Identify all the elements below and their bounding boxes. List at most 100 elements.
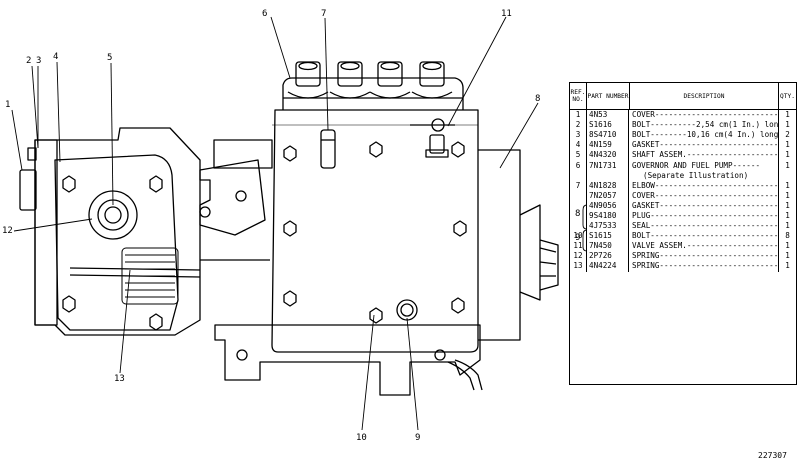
table-row: 9S4180PLUG------------------------------… (570, 210, 796, 222)
row-qty: 1 (785, 221, 790, 231)
shaft-flange (478, 149, 521, 341)
drawing-number: 227307 (758, 451, 787, 460)
row-part-number: 4N4224 (587, 261, 629, 272)
row-description: PLUG-------------------------------- (629, 210, 779, 222)
valve-block (282, 77, 464, 110)
callout-5: 5 (107, 53, 112, 63)
row-qty: 1 (785, 241, 790, 251)
row-part-number: 9S4180 (587, 210, 629, 222)
row-ref: 3 (570, 130, 587, 141)
row-qty: 8 (785, 231, 790, 241)
table-row: 4J7533SEAL------------------------------… (570, 221, 796, 232)
callout-2: 2 (26, 56, 31, 66)
row-qty: 1 (785, 210, 790, 220)
header-desc: DESCRIPTION (683, 92, 725, 100)
row-part-number: 7N450 (587, 241, 629, 252)
row-ref: 6 (570, 160, 587, 171)
row-part-number: S1616 (587, 120, 629, 131)
row-part-number: 4N159 (587, 140, 629, 151)
row-ref (570, 210, 587, 222)
callout-7: 7 (321, 9, 326, 19)
table-row: 10S1615BOLT-----------------------------… (570, 231, 796, 242)
row-description: BOLT--------10,16 cm(4 In.) long (629, 130, 779, 141)
row-description: BOLT-------------------------------- (629, 231, 779, 242)
callout-4: 4 (53, 52, 58, 62)
table-group-markers: 8 9 (575, 204, 588, 252)
row-qty: 1 (785, 200, 790, 210)
callout-1: 1 (5, 100, 10, 110)
row-description: COVER-------------------------------- (629, 190, 779, 201)
row-description: COVER-------------------------------- (629, 110, 779, 121)
row-ref: 12 (570, 251, 587, 262)
row-ref (570, 190, 587, 201)
table-row: 14N53COVER------------------------------… (570, 110, 796, 121)
row-ref: 5 (570, 150, 587, 161)
row-qty: 1 (785, 261, 790, 271)
row-description: SEAL-------------------------------- (629, 221, 779, 232)
row-description: SPRING------------------------------ (629, 261, 779, 272)
row-description: GOVERNOR AND FUEL PUMP------ (629, 160, 779, 171)
row-description: ELBOW-------------------------------- (629, 180, 779, 191)
table-row: 4N9056GASKET----------------------------… (570, 200, 796, 211)
gasket-plate (34, 139, 58, 326)
table-row: 7N2057COVER-----------------------------… (570, 190, 796, 201)
row-part-number: 7N2057 (587, 190, 629, 201)
table-row: 74N1828ELBOW----------------------------… (570, 180, 796, 191)
row-qty: 1 (785, 180, 790, 190)
row-part-number: 4N4320 (587, 150, 629, 161)
row-description: VALVE ASSEM.------------------------ (629, 241, 779, 252)
row-part-number: 8S4710 (587, 130, 629, 141)
row-ref (570, 200, 587, 211)
row-description: GASKET---------------------------- (629, 140, 779, 151)
row-part-number (587, 170, 629, 181)
leader-lines (11, 16, 539, 431)
header-ref: REF. NO. (570, 89, 586, 103)
housing-bolts (283, 141, 467, 324)
row-part-number: 4N1828 (587, 180, 629, 191)
row-part-number: S1615 (587, 231, 629, 242)
elbow-fitting (320, 129, 336, 169)
row-ref: 11 (570, 241, 587, 252)
row-qty: 1 (785, 110, 790, 120)
row-qty: 2 (785, 130, 790, 140)
row-ref (570, 170, 587, 181)
mounting-flange (214, 324, 481, 396)
row-ref: 10 (570, 231, 587, 242)
row-ref (570, 221, 587, 232)
callout-13: 13 (114, 374, 125, 384)
row-ref: 7 (570, 180, 587, 191)
callout-6: 6 (262, 9, 267, 19)
row-ref: 4 (570, 140, 587, 151)
row-part-number: 2P726 (587, 251, 629, 262)
row-ref: 1 (570, 110, 587, 121)
callout-9: 9 (415, 433, 420, 443)
row-description: (Separate Illustration) (629, 170, 779, 181)
row-ref: 2 (570, 120, 587, 131)
row-part-number: 4N9056 (587, 200, 629, 211)
row-qty: 1 (785, 140, 790, 150)
parts-table-body: 14N53COVER------------------------------… (570, 110, 796, 272)
callout-11: 11 (501, 9, 512, 19)
row-qty: 1 (785, 120, 790, 130)
row-part-number: 7N1731 (587, 160, 629, 171)
row-description: SHAFT ASSEM.------------------------ (629, 150, 779, 161)
callout-3: 3 (36, 56, 41, 66)
callout-10: 10 (356, 433, 367, 443)
callout-8: 8 (535, 94, 540, 104)
row-part-number: 4J7533 (587, 221, 629, 232)
row-qty (779, 171, 796, 181)
parts-table-header: REF. NO. PART NUMBER DESCRIPTION QTY. (570, 83, 796, 110)
row-description: BOLT----------2,54 cm(1 In.) long (629, 120, 779, 131)
row-qty: 1 (785, 150, 790, 160)
row-ref: 13 (570, 261, 587, 272)
row-qty: 1 (785, 251, 790, 261)
